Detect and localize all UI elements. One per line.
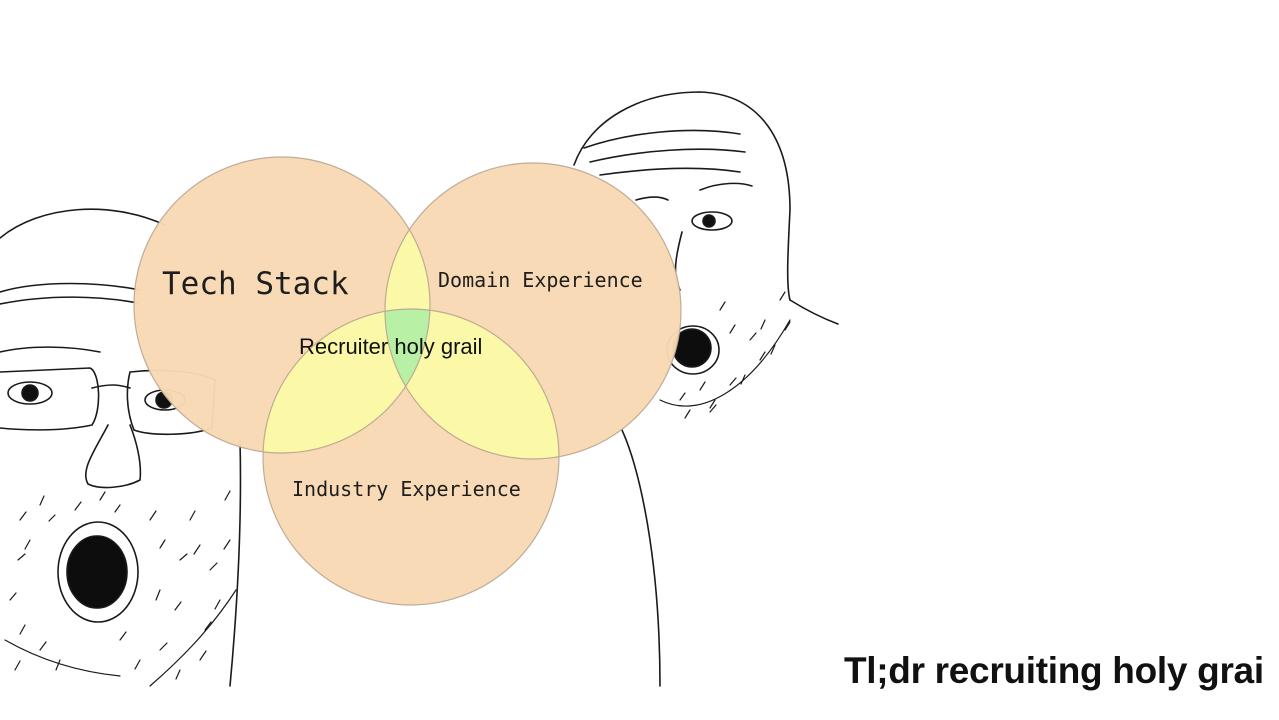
right-wojak-forehead-wrinkle [583,129,741,149]
right-wojak-eye [691,211,733,231]
wojak-right [573,91,839,687]
venn-outline-tech-stack [133,156,431,454]
venn-label-tech-stack: Tech Stack [162,266,349,302]
left-wojak-face-edge [229,439,242,687]
venn-overlap-tech-industry [263,309,430,453]
venn-diagram: Tech Stack Domain Experience Industry Ex… [133,156,682,606]
left-wojak-eye [7,381,53,405]
caption-text: Tl;dr recruiting holy grai [844,650,1264,691]
left-wojak-pupil [21,384,39,402]
left-wojak-head-outline [0,208,166,239]
venn-label-center: Recruiter holy grail [299,334,482,359]
right-wojak-forehead-wrinkle [599,167,741,176]
left-wojak-mouth [66,535,128,609]
wojak-left [0,208,242,687]
right-wojak-beard [659,291,791,419]
right-wojak-brow [699,182,753,191]
venn-label-domain-experience: Domain Experience [438,268,643,292]
right-wojak-head-outline [573,91,791,301]
left-wojak-glasses-left-lens [0,367,100,431]
left-wojak-forehead-wrinkle [0,296,139,305]
left-wojak-forehead-wrinkle [0,282,141,293]
right-wojak-pupil [702,214,716,228]
right-wojak-body [621,429,661,687]
right-wojak-brow [635,196,669,201]
left-wojak-beard [4,490,237,687]
left-wojak-brow [0,346,101,353]
venn-outline-industry-experience [262,308,560,606]
right-wojak-forehead-wrinkle [589,148,746,163]
venn-label-industry-experience: Industry Experience [292,477,521,501]
right-wojak-ear [789,299,839,325]
left-wojak-nose [85,424,142,489]
left-wojak-mouth-outer [57,521,139,623]
